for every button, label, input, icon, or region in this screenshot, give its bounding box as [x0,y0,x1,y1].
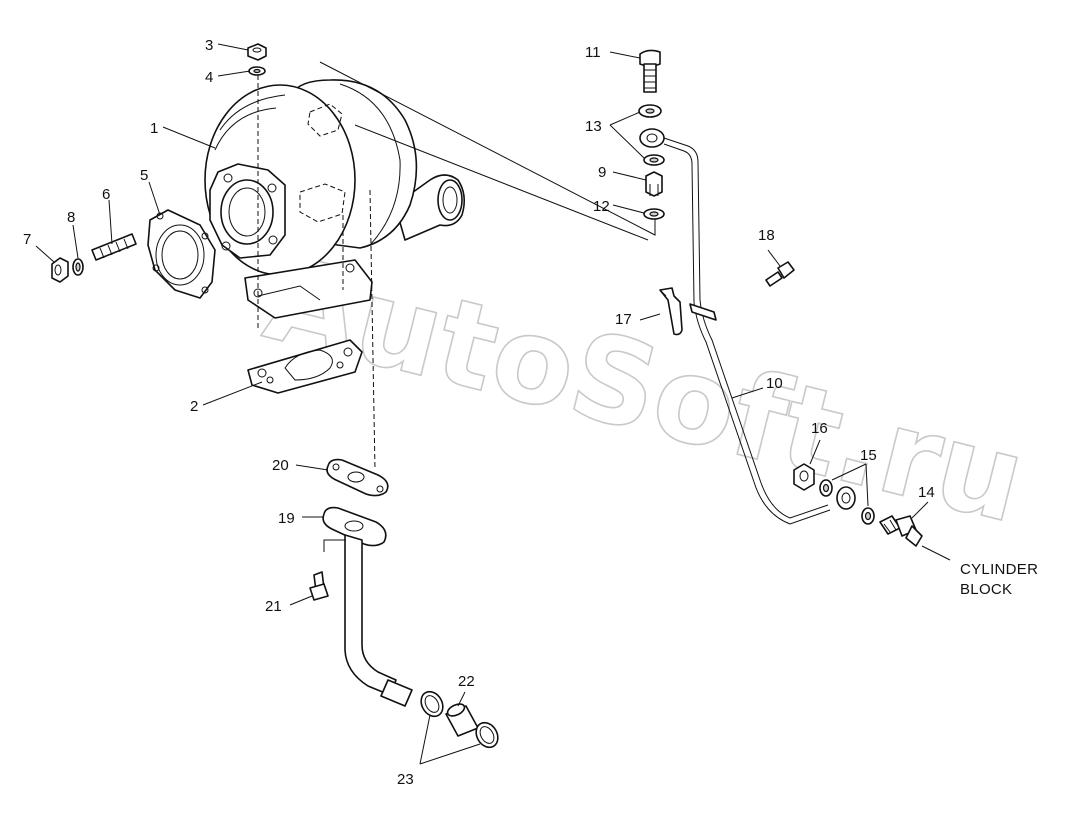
washer-4 [248,66,266,76]
callout-23: 23 [397,771,414,788]
callout-13: 13 [585,118,602,135]
note-line2: BLOCK [960,581,1012,598]
callout-2: 2 [190,398,198,415]
oil-feed-pipe-10 [663,137,831,525]
callout-14: 14 [918,484,935,501]
callout-21: 21 [265,598,282,615]
callout-7: 7 [23,231,31,248]
fitting-16 [793,463,815,491]
gasket-2 [247,339,363,394]
washer-15a [819,479,833,497]
callout-18: 18 [758,227,775,244]
turbocharger-assembly [204,79,466,319]
callout-1: 1 [150,120,158,137]
nut-3 [247,43,267,61]
banjo-eye-lower [836,486,856,510]
washer-15b [861,507,875,525]
callout-11: 11 [585,44,601,61]
gasket-20 [326,458,389,497]
banjo-eye [639,128,665,148]
callout-5: 5 [140,167,148,184]
bolt-21 [309,571,329,601]
banjo-bolt-11 [639,49,661,93]
note-line1: CYLINDER [960,561,1038,578]
callout-8: 8 [67,209,75,226]
callout-4: 4 [205,69,213,86]
bracket-17 [659,287,683,336]
hose-clamp-23b [475,721,499,749]
bolt-18 [765,261,795,287]
callout-labels: 3 4 1 5 6 8 7 2 20 19 21 22 23 11 13 9 1… [23,37,935,788]
callout-9: 9 [598,164,606,181]
washer-12 [643,208,665,220]
callout-10: 10 [766,375,783,392]
callout-15: 15 [860,447,877,464]
washer-13b [643,154,665,166]
callout-3: 3 [205,37,213,54]
callout-19: 19 [278,510,295,527]
washer-13a [638,104,662,118]
washer-8 [72,258,84,276]
nut-7 [51,257,69,283]
oil-drain-pipe-19 [322,506,413,707]
callout-22: 22 [458,673,475,690]
callout-12: 12 [593,198,610,215]
callout-6: 6 [102,186,110,203]
leader-lines [35,43,951,765]
hose-clamp-23a [420,690,444,718]
callout-20: 20 [272,457,289,474]
gasket-5 [147,209,216,299]
callout-17: 17 [615,311,632,328]
callout-16: 16 [811,420,828,437]
union-14 [879,515,923,547]
hose-22 [445,703,479,737]
adapter-9 [645,171,663,197]
watermark: AutoSoft.ru [254,229,1038,550]
stud-6 [91,233,137,261]
